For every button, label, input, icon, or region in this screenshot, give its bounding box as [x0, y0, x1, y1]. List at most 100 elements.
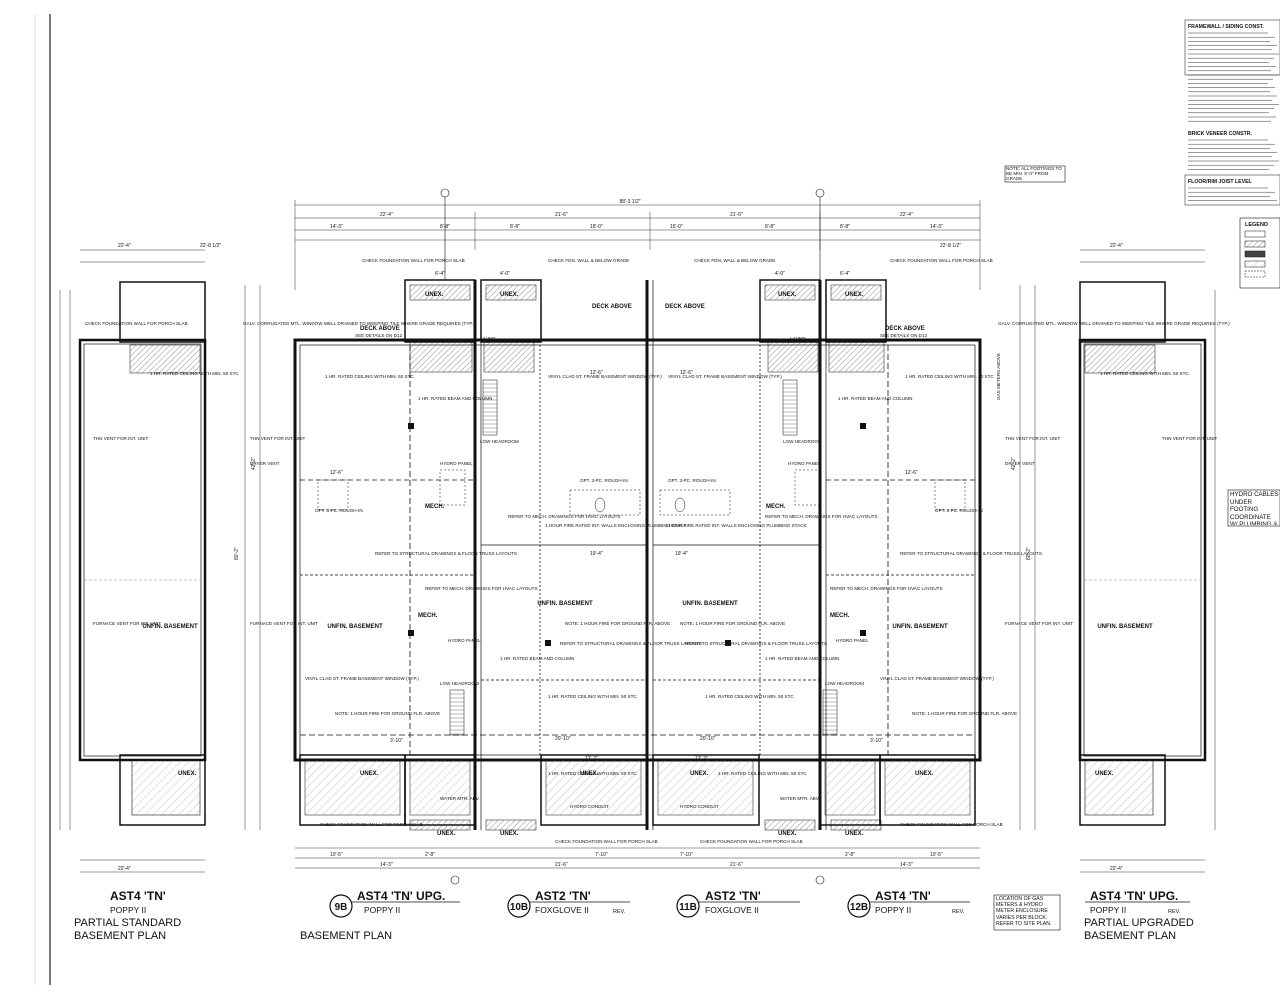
- dim-label: 22'-8 1/2": [200, 243, 221, 249]
- section-markers: [440, 188, 825, 885]
- note-label: HYDRO CONDUIT: [570, 804, 609, 809]
- room-unfin-basement-3: UNFIN. BASEMENT: [682, 601, 738, 607]
- note-label: HYDRO PANEL: [788, 461, 821, 466]
- dim-label: 21'-6": [555, 862, 568, 868]
- plan-rev: REV.: [1168, 909, 1181, 915]
- note-label: 1 HR. RATED CEILING WITH MIN. 50 STC: [718, 771, 807, 776]
- note-label: GALV. CORRUGATED MTL. WINDOW WELL DRAINE…: [243, 321, 475, 326]
- note-label: HYDRO PANEL: [448, 638, 481, 643]
- note-label: HYDRO PANEL: [440, 461, 473, 466]
- plan-title-name: AST4 'TN' UPG.: [1090, 889, 1178, 903]
- gas-meter-note: LOCATION OF GAS METERS & HYDRO METER ENC…: [996, 896, 1052, 927]
- note-label: HYDRO CONDUIT: [680, 804, 719, 809]
- note-label: THN VENT FOR INT. UNIT: [1005, 436, 1060, 441]
- note-label: 1 HR. RATED BEAM AND COLUMN: [838, 396, 912, 401]
- note-label: HYDRO PANEL: [836, 638, 869, 643]
- dim-label: 4'-0": [500, 271, 510, 277]
- dim-label: 20'-10": [700, 736, 716, 742]
- unex-label: UNEX.: [778, 292, 797, 298]
- deck-above-label: DECK ABOVE: [360, 326, 400, 332]
- dim-unit-1: 22'-4": [380, 212, 393, 218]
- dim-depth-right: 80'-2": [1026, 547, 1032, 560]
- note-label: REFER TO MECH. DRAWINGS FOR HVAC LAYOUTS: [765, 514, 878, 519]
- dim-label: 6'-4": [435, 271, 445, 277]
- dim-right-top: 22'-4": [1110, 243, 1123, 249]
- room-label: UNFIN. BASEMENT: [142, 624, 198, 630]
- plan-circle-number: 12B: [850, 902, 868, 913]
- plan-circle-12b: [847, 894, 871, 918]
- dim-left-bottom: 22'-4": [118, 866, 131, 872]
- room-label: UNEX.: [178, 771, 197, 777]
- note-label: CHECK FOUNDATION WALL FOR PORCH SLAB: [362, 258, 465, 263]
- note-label: REFER TO MECH. DRAWINGS FOR HVAC LAYOUTS: [830, 586, 943, 591]
- dim-label: 42'-2": [1011, 457, 1017, 470]
- room-mech-4: MECH.: [830, 613, 850, 619]
- plan-rev: REV.: [952, 909, 965, 915]
- unex-label: UNEX.: [845, 292, 864, 298]
- dim-label: 12'-6": [905, 470, 918, 476]
- unex-label: UNEX.: [500, 831, 519, 837]
- note-label: REFER TO STRUCTURAL DRAWINGS & FLOOR TRU…: [900, 551, 1042, 556]
- room-label: UNFIN. BASEMENT: [1097, 624, 1153, 630]
- dim-label: 6'-4": [840, 271, 850, 277]
- note-label: REFER TO MECH. DRAWINGS FOR HVAC LAYOUTS: [425, 586, 538, 591]
- note-label: NOTE: 1 HOUR FIRE FOR GROUND FLR. ABOVE: [335, 711, 440, 716]
- note-label: CHECK FOUNDATION WALL FOR PORCH SLAB: [890, 258, 993, 263]
- note-label: CHECK FOUNDATION WALL FOR PORCH SLAB: [320, 822, 423, 827]
- dim-depth-left: 80'-2": [234, 547, 240, 560]
- framing-title: FRAMEWALL / SIDING CONST.: [1188, 24, 1264, 30]
- dim-overall: 88'-3 1/2": [619, 199, 640, 205]
- note-label: OPT. 3-PC. ROUGH-IN: [315, 508, 363, 513]
- dim-label: 12'-6": [330, 470, 343, 476]
- note-label: NOTE: 1 HOUR FIRE FOR GROUND FLR. ABOVE: [565, 621, 670, 626]
- dim-label: 7'-10": [595, 852, 608, 858]
- main-block-plan: 88'-3 1/2" 22'-4" 21'-6" 21'-6" 22'-4" 1…: [200, 188, 1230, 885]
- plan-title-name: AST2 'TN': [705, 889, 761, 903]
- dim-unit-3: 21'-6": [730, 212, 743, 218]
- unex-label: UNEX.: [778, 831, 797, 837]
- note-label: OPT. 3-PC. ROUGH-IN: [668, 478, 716, 483]
- note-label: 1 HR. RATED CEILING WITH MIN. 50 STC: [705, 694, 794, 699]
- plan-circle-10b: [507, 894, 531, 918]
- plan-subtitle-left: PARTIAL STANDARD BASEMENT PLAN: [74, 917, 182, 942]
- note-label: REFER TO STRUCTURAL DRAWINGS & FLOOR TRU…: [560, 641, 702, 646]
- note-label: VINYL CLAD ST. FRAME BASEMENT WINDOW (TY…: [668, 374, 782, 379]
- note-label: 1 HOUR FIRE RATED INT. WALLS ENCLOSING P…: [545, 523, 688, 528]
- note-label: VINYL CLAD ST. FRAME BASEMENT WINDOW (TY…: [548, 374, 662, 379]
- plan-title-name: AST4 'TN' UPG.: [357, 889, 445, 903]
- stairs: [449, 379, 838, 736]
- hydro-cables-box: [1227, 489, 1280, 527]
- plan-title-model: POPPY II: [110, 905, 146, 915]
- deck-above-label: DECK ABOVE: [885, 326, 925, 332]
- note-label: CHECK FOUNDATION WALL FOR PORCH SLAB: [555, 839, 658, 844]
- note-label: OPT. 3-PC. ROUGH-IN: [580, 478, 628, 483]
- dim-unit-2: 21'-6": [555, 212, 568, 218]
- footing-note-box: [1004, 165, 1066, 183]
- note-label: FURNACE VENT FOR INT. UNIT: [250, 621, 318, 626]
- note-label: WATER MTR. ABV.: [780, 796, 820, 801]
- plan-title-name: AST4 'TN': [875, 889, 931, 903]
- legend-box: [1239, 217, 1280, 289]
- room-unfin-basement-1: UNFIN. BASEMENT: [327, 624, 383, 630]
- plan-circle-number: 10B: [510, 902, 528, 913]
- note-label: THN VENT FOR INT. UNIT: [1162, 436, 1217, 441]
- note-label: NOTE: 1 HOUR FIRE FOR GROUND FLR. ABOVE: [912, 711, 1017, 716]
- dim-right-bottom: 22'-4": [1110, 866, 1123, 872]
- dim-label: 2'-8": [425, 852, 435, 858]
- dim-label: 18'-0": [590, 224, 603, 230]
- dim-left-top: 22'-4": [118, 243, 131, 249]
- plan-title-model: POPPY II: [875, 905, 911, 915]
- note-label: WATER MTR. ABV.: [440, 796, 480, 801]
- room-label: UNEX.: [1095, 771, 1114, 777]
- note-label: CHECK FOUNDATION WALL FOR PORCH SLAB: [900, 822, 1003, 827]
- dim-label: 12'-6": [680, 370, 693, 376]
- note-label: CHECK FDN. WALL & BELOW GRADE: [548, 258, 629, 263]
- dim-label: 12'-2": [585, 756, 598, 762]
- dim-label: 2'-8": [845, 852, 855, 858]
- dim-label: 12'-2": [695, 756, 708, 762]
- unex-label: UNEX.: [580, 771, 599, 777]
- note-label: SEE DETAILS ON D12: [355, 333, 403, 338]
- note-label: VINYL CLAD ST. FRAME BASEMENT WINDOW (TY…: [880, 676, 994, 681]
- note-label: 1 HR. RATED BEAM AND COLUMN: [418, 396, 492, 401]
- dim-label: 3'-10": [390, 738, 403, 744]
